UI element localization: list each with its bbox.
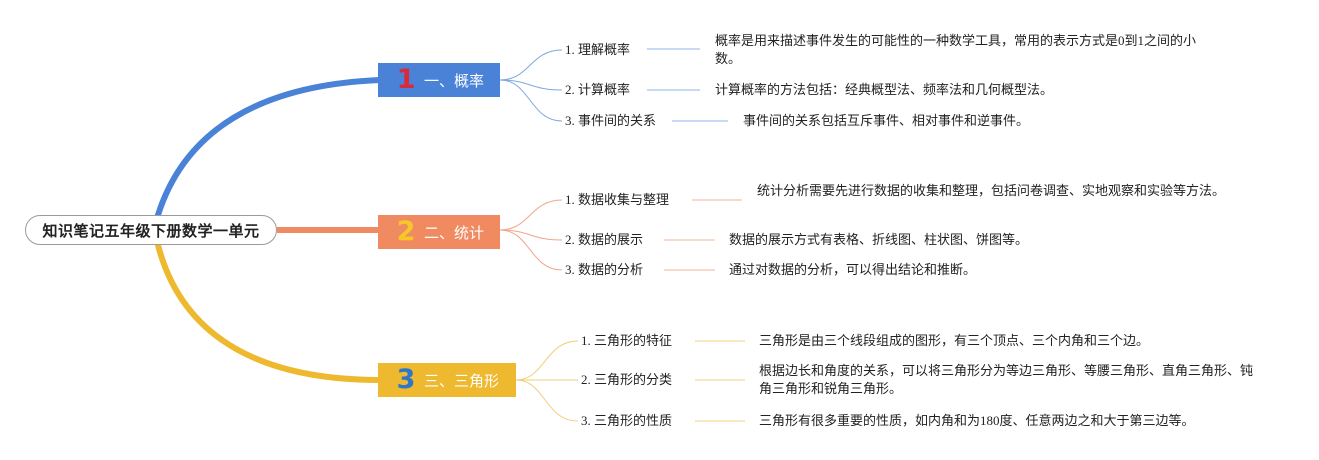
topic-understand-probability[interactable]: 1. 理解概率 (565, 42, 631, 57)
topic-triangle-features[interactable]: 1. 三角形的特征 (581, 333, 673, 348)
desc-data-collection: 统计分析需要先进行数据的收集和整理，包括问卷调查、实地观察和实验等方法。 (757, 183, 1226, 198)
fan-1-2 (499, 79, 563, 91)
branch-number-icon: 1 (396, 64, 416, 95)
root-node[interactable]: 知识笔记五年级下册数学一单元 (25, 215, 277, 245)
branch-label: 三、三角形 (424, 371, 500, 390)
fan-1-3 (499, 79, 563, 122)
topic-triangle-properties[interactable]: 3. 三角形的性质 (581, 413, 673, 428)
desc-triangle-properties: 三角形有很多重要的性质，如内角和为180度、任意两边之和大于第三边等。 (759, 413, 1195, 428)
desc-event-relations: 事件间的关系包括互斥事件、相对事件和逆事件。 (743, 113, 1030, 128)
desc-calculate-probability: 计算概率的方法包括：经典概型法、频率法和几何概型法。 (715, 82, 1054, 97)
fan-2-3 (499, 229, 563, 271)
branch-label: 一、概率 (424, 71, 485, 90)
desc-data-display: 数据的展示方式有表格、折线图、柱状图、饼图等。 (729, 232, 1029, 247)
desc-triangle-classification: 根据边长和角度的关系，可以将三角形分为等边三角形、等腰三角形、直角三角形、钝角三… (759, 363, 1254, 396)
link-root-to-probability (155, 77, 383, 218)
topic-event-relations[interactable]: 3. 事件间的关系 (565, 113, 657, 128)
desc-triangle-features: 三角形是由三个线段组成的图形，有三个顶点、三个内角和三个边。 (759, 333, 1150, 348)
branch-number-icon: 2 (396, 216, 416, 247)
branch-statistics[interactable]: 2 二、统计 (378, 215, 500, 249)
branch-probability[interactable]: 1 一、概率 (378, 63, 500, 97)
link-root-to-triangle (155, 242, 383, 383)
topic-data-analysis[interactable]: 3. 数据的分析 (565, 262, 644, 277)
fan-1-1 (499, 49, 563, 81)
fan-3-3 (515, 379, 579, 422)
desc-data-analysis: 通过对数据的分析，可以得出结论和推断。 (729, 262, 977, 277)
topic-data-collection[interactable]: 1. 数据收集与整理 (565, 192, 670, 207)
desc-understand-probability: 概率是用来描述事件发生的可能性的一种数学工具，常用的表示方式是0到1之间的小数。 (715, 33, 1197, 66)
branch-triangle[interactable]: 3 三、三角形 (378, 363, 516, 397)
branch-number-icon: 3 (396, 364, 416, 395)
topic-calculate-probability[interactable]: 2. 计算概率 (565, 82, 631, 97)
topic-triangle-classification[interactable]: 2. 三角形的分类 (581, 372, 673, 387)
fan-3-1 (515, 340, 579, 381)
topic-data-display[interactable]: 2. 数据的展示 (565, 232, 644, 247)
branch-label: 二、统计 (424, 223, 485, 242)
root-label: 知识笔记五年级下册数学一单元 (42, 221, 260, 240)
fan-2-2 (499, 229, 563, 241)
fan-2-1 (499, 199, 563, 231)
